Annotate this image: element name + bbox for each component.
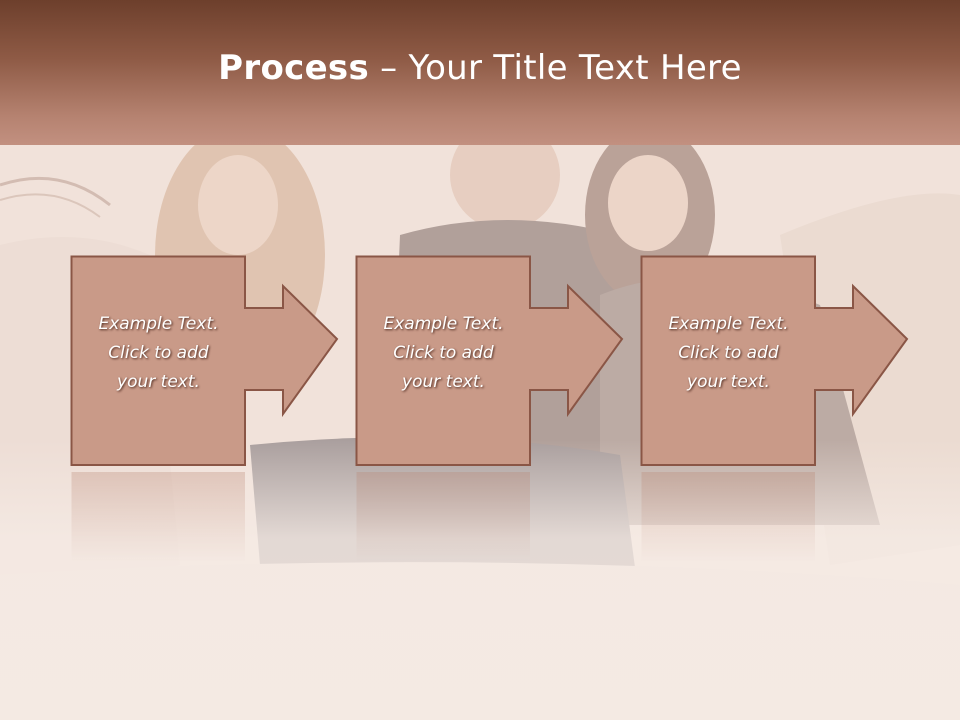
process-step-1[interactable]: Example Text. Click to add your text.: [70, 255, 416, 476]
title-bold-part: Process: [218, 47, 370, 88]
step-1-reflection: [71, 472, 416, 562]
step-arrow-shape: [70, 255, 339, 466]
step-arrow-shape: [355, 255, 624, 466]
step-text[interactable]: Example Text. Click to add your text.: [668, 314, 789, 392]
title-rest-part: – Your Title Text Here: [369, 47, 742, 88]
step-text[interactable]: Example Text. Click to add your text.: [98, 314, 219, 392]
process-step-3[interactable]: Example Text. Click to add your text.: [640, 255, 960, 476]
step-2-reflection: [356, 472, 701, 562]
slide-title[interactable]: Process – Your Title Text Here: [218, 48, 742, 88]
process-step-2[interactable]: Example Text. Click to add your text.: [355, 255, 701, 476]
step-arrow-shape: [640, 255, 909, 466]
title-bar: Process – Your Title Text Here: [0, 0, 960, 145]
step-text[interactable]: Example Text. Click to add your text.: [383, 314, 504, 392]
step-3-reflection: [641, 472, 960, 562]
